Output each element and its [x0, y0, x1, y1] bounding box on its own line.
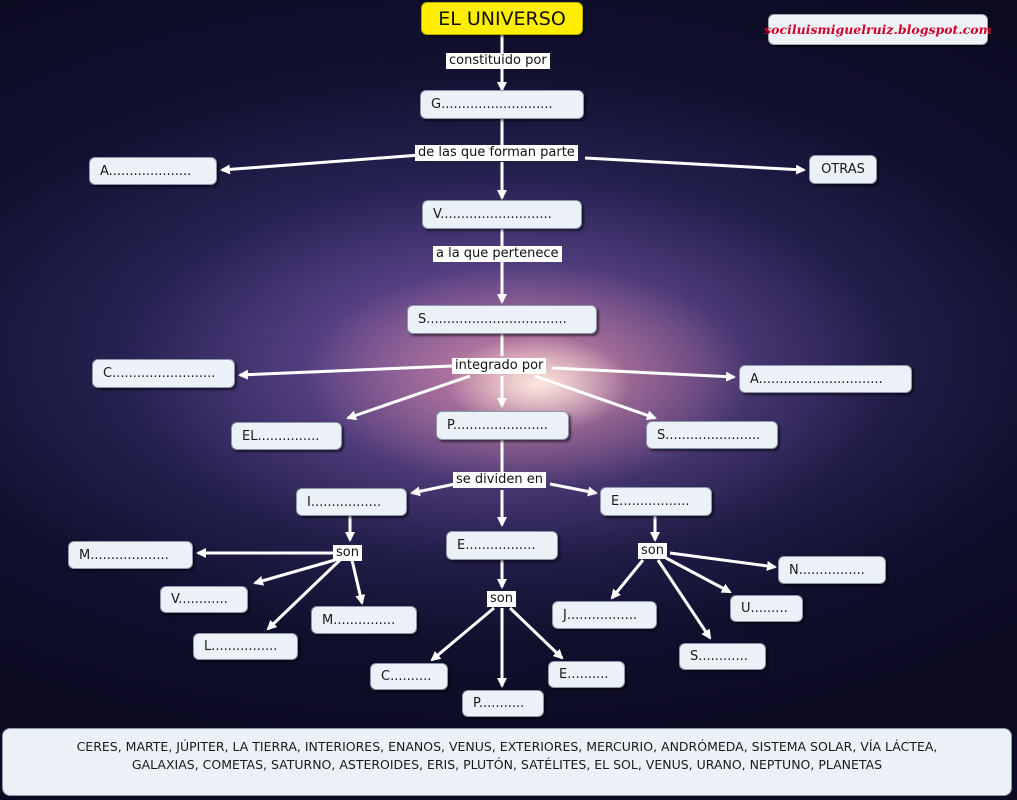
concept-node-la-tierra[interactable]: L................	[193, 633, 298, 660]
concept-node-interiores[interactable]: I.................	[296, 488, 407, 516]
line-to-ceres	[430, 606, 495, 662]
link-label-son-interiores: son	[333, 545, 362, 561]
concept-node-jupiter[interactable]: J.................	[552, 601, 657, 629]
line-to-la-tierra	[266, 558, 342, 631]
link-label-integrado-por: integrado por	[452, 358, 547, 374]
concept-node-satelites[interactable]: S.......................	[646, 421, 778, 449]
concept-node-cometas[interactable]: C.........................	[92, 359, 235, 388]
concept-node-saturno[interactable]: S............	[679, 643, 766, 670]
concept-node-pluton[interactable]: P...........	[462, 690, 544, 717]
concept-node-eris[interactable]: E..........	[548, 661, 625, 688]
line-to-neptuno	[669, 551, 777, 571]
word-bank-line-2: GALAXIAS, COMETAS, SATURNO, ASTEROIDES, …	[131, 757, 883, 772]
line-to-marte	[350, 559, 366, 605]
concept-node-sistema-solar[interactable]: S..................................	[407, 305, 597, 334]
concept-node-via-lactea[interactable]: V...........................	[422, 200, 582, 229]
concept-node-exteriores[interactable]: E.................	[600, 487, 712, 516]
concept-node-otras: OTRAS	[809, 155, 877, 184]
concept-node-planetas[interactable]: P.......................	[436, 411, 569, 440]
line-to-eris	[508, 606, 564, 660]
line-to-urano	[665, 556, 732, 594]
concept-node-asteroides[interactable]: A..............................	[739, 365, 912, 393]
line-to-andromeda	[220, 153, 421, 175]
line-to-cometas	[238, 364, 453, 380]
line-to-el-sol	[346, 374, 471, 421]
concept-node-el-sol[interactable]: EL...............	[231, 422, 342, 450]
line-to-saturno	[656, 559, 712, 640]
line-to-satelites	[534, 374, 657, 421]
line-to-exteriores	[549, 482, 598, 497]
link-label-de-las-que-forman-parte: de las que forman parte	[415, 145, 578, 161]
link-label-son-enanos: son	[487, 591, 516, 607]
concept-node-marte[interactable]: M...............	[311, 606, 417, 634]
line-to-interiores	[410, 482, 456, 497]
link-label-se-dividen-en: se dividen en	[453, 472, 546, 488]
concept-node-mercurio[interactable]: M...................	[68, 541, 193, 569]
link-label-son-exteriores: son	[638, 543, 667, 559]
concept-node-enanos[interactable]: E.................	[446, 531, 558, 560]
line-to-venus	[253, 558, 336, 586]
concept-map-title: EL UNIVERSO	[421, 2, 583, 35]
concept-node-neptuno[interactable]: N................	[778, 556, 886, 584]
concept-node-ceres[interactable]: C..........	[370, 663, 448, 690]
blog-url-link[interactable]: sociluismiguelruiz.blogspot.com	[764, 14, 992, 45]
line-to-otras	[584, 156, 806, 175]
concept-node-galaxias[interactable]: G...........................	[420, 90, 584, 119]
word-bank-line-1: CERES, MARTE, JÚPITER, LA TIERRA, INTERI…	[76, 739, 938, 754]
concept-node-urano[interactable]: U.........	[730, 595, 803, 622]
link-label-a-la-que-pertenece: a la que pertenece	[433, 246, 562, 262]
line-to-jupiter	[610, 559, 645, 600]
line-to-asteroides	[551, 366, 736, 382]
word-bank: CERES, MARTE, JÚPITER, LA TIERRA, INTERI…	[2, 728, 1012, 796]
link-label-constituido-por: constituido por	[446, 53, 550, 69]
concept-node-andromeda[interactable]: A....................	[89, 157, 217, 185]
concept-node-venus[interactable]: V............	[160, 586, 248, 613]
